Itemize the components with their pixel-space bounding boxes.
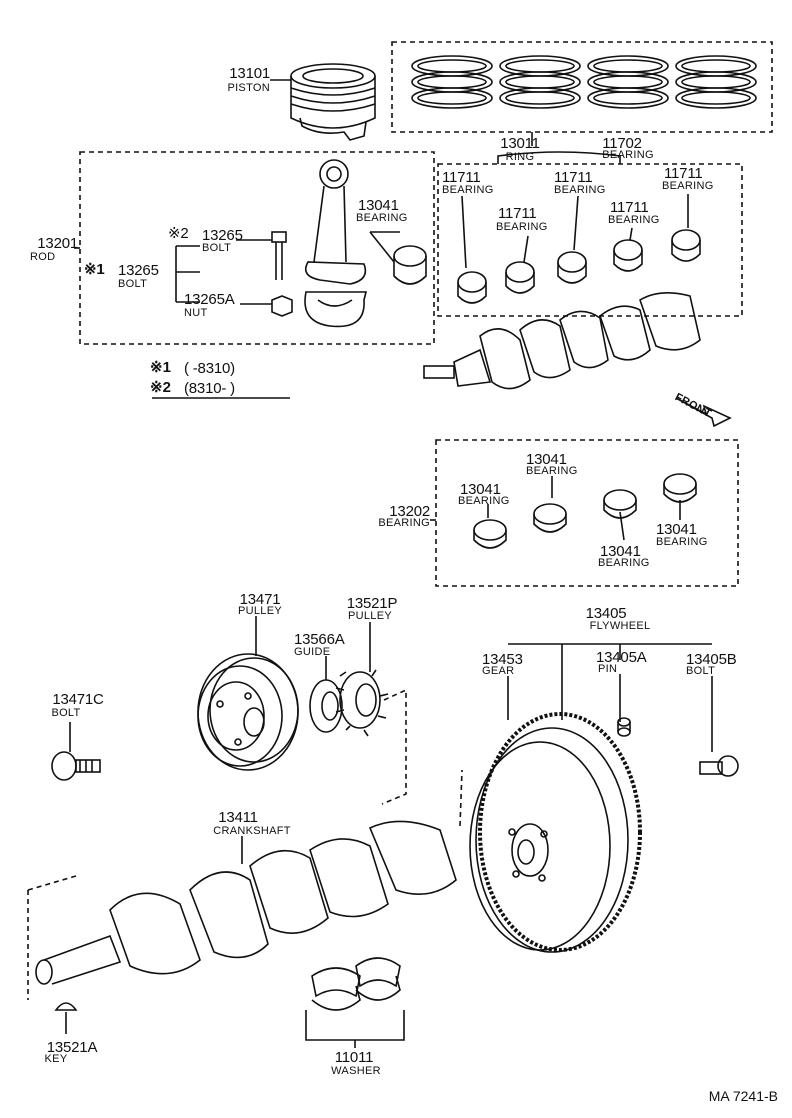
piston-drawing (290, 63, 376, 141)
pulley-dash (381, 688, 407, 805)
guide-number: 13566A (294, 631, 345, 648)
lower-crankshaft-drawing (35, 820, 457, 985)
main-bearing-2-number: 11711 (554, 169, 593, 186)
bolt-1-name: BOLT (118, 278, 148, 290)
main-bearing-1-number: 11711 (442, 169, 481, 186)
key-drawing (54, 1002, 78, 1011)
key-number: 13521A (46, 1039, 98, 1056)
main-bearing-4-name: BEARING (496, 221, 548, 233)
front-arrow-icon (675, 397, 732, 428)
guide-name: GUIDE (294, 646, 331, 658)
bolt-1-number: 13265 (118, 262, 159, 279)
ring-name: RING (505, 151, 535, 163)
note-1-range: ( -8310) (184, 360, 235, 377)
rb-3-name: BEARING (656, 536, 708, 548)
flywheel-pin-drawing (617, 717, 631, 737)
fw-bolt-name: BOLT (686, 665, 716, 677)
bolt-2-mark: ※2 (168, 225, 189, 242)
ring-number: 13011 (500, 135, 540, 152)
guide-pulley-leaders (325, 622, 371, 680)
key-name: KEY (44, 1053, 68, 1065)
upper-crankshaft-drawing (423, 292, 701, 390)
crankshaft-name: CRANKSHAFT (213, 825, 291, 837)
ring-group-box (391, 41, 773, 133)
bearing-set-leader (497, 151, 621, 164)
rod-bearing-leader (369, 231, 395, 263)
rod-group-box (79, 151, 435, 345)
pulley-bolt-name: BOLT (51, 707, 81, 719)
flywheel-number: 13405 (585, 605, 627, 622)
nut-name: NUT (184, 307, 208, 319)
flywheel-leaders (507, 643, 713, 752)
flywheel-bolt-drawing (699, 755, 739, 777)
main-bearing-5-number: 11711 (610, 199, 649, 216)
rod-bearing-name: BEARING (356, 212, 408, 224)
main-bearings (457, 229, 701, 304)
gear-name: GEAR (482, 665, 515, 677)
rod-box-bearing (393, 245, 427, 285)
pulley-bolt-drawing (51, 751, 101, 781)
crank-pulley-drawing (197, 653, 299, 771)
rod-bolt-drawing (271, 231, 293, 317)
connecting-rod-drawing (304, 159, 368, 328)
rod-bearing-set-number: 13202 (389, 503, 430, 520)
rod-bearing-leaders (487, 476, 681, 541)
rb-3-number: 13041 (656, 521, 697, 538)
main-bearing-5-name: BEARING (608, 214, 660, 226)
main-bearing-4-number: 11711 (498, 205, 537, 222)
pulley-p-number: 13521P (346, 595, 398, 612)
note-2-mark: ※2 (150, 379, 171, 396)
rb-2-name: BEARING (458, 495, 510, 507)
bearing-set-name: BEARING (602, 149, 654, 161)
thrust-washers-drawing (311, 957, 401, 1011)
nut-number: 13265A (184, 291, 235, 308)
rb-4-name: BEARING (598, 557, 650, 569)
pin-name: PIN (598, 663, 618, 675)
rod-name: ROD (30, 251, 56, 263)
crankshaft-number: 13411 (218, 809, 258, 826)
pulley-p-name: PULLEY (348, 610, 392, 622)
timing-pulley-drawing (335, 669, 389, 737)
main-bearing-3-number: 11711 (664, 165, 703, 182)
rb-1-number: 13041 (526, 451, 567, 468)
main-bearing-group-box (437, 163, 743, 317)
gear-number: 13453 (482, 651, 523, 668)
rod-bearings-set (473, 473, 697, 549)
washer-leader (305, 1010, 405, 1041)
flywheel-drawing (469, 712, 642, 953)
bearing-set-number: 11702 (602, 135, 642, 152)
pulley-bolt-number: 13471C (52, 691, 104, 708)
bolt-2-number: 13265 (202, 227, 243, 244)
washer-name: WASHER (331, 1065, 381, 1077)
pin-number: 13405A (596, 649, 647, 666)
ring-sets (411, 55, 757, 109)
rod-bearing-group-box (435, 439, 739, 587)
note-1-mark: ※1 (150, 359, 171, 376)
main-bearing-3-name: BEARING (662, 180, 714, 192)
rod-number: 13201 (37, 235, 78, 252)
washer-number: 11011 (334, 1049, 374, 1066)
main-bearing-2-name: BEARING (554, 184, 606, 196)
crank-dash-1 (27, 875, 77, 891)
bolt-leaders (175, 239, 272, 305)
rb-1-name: BEARING (526, 465, 578, 477)
pulley-name: PULLEY (238, 605, 282, 617)
main-bearing-1-name: BEARING (442, 184, 494, 196)
rod-bearing-set-name: BEARING (378, 517, 430, 529)
flywheel-name: FLYWHEEL (589, 620, 651, 632)
piston-number: 13101 (229, 65, 270, 82)
rb-4-number: 13041 (600, 543, 641, 560)
piston-name: PISTON (227, 82, 270, 94)
bolt-1-mark: ※1 (84, 261, 105, 278)
pulley-number: 13471 (239, 591, 281, 608)
crank-dash-3 (459, 769, 463, 827)
fw-bolt-number: 13405B (686, 651, 737, 668)
note-2-range: (8310- ) (184, 380, 235, 397)
diagram-code: MA 7241-B (708, 1088, 778, 1104)
main-bearing-leaders (461, 194, 689, 269)
bolt-2-name: BOLT (202, 242, 232, 254)
rb-2-number: 13041 (460, 481, 501, 498)
rod-bearing-number: 13041 (358, 197, 399, 214)
